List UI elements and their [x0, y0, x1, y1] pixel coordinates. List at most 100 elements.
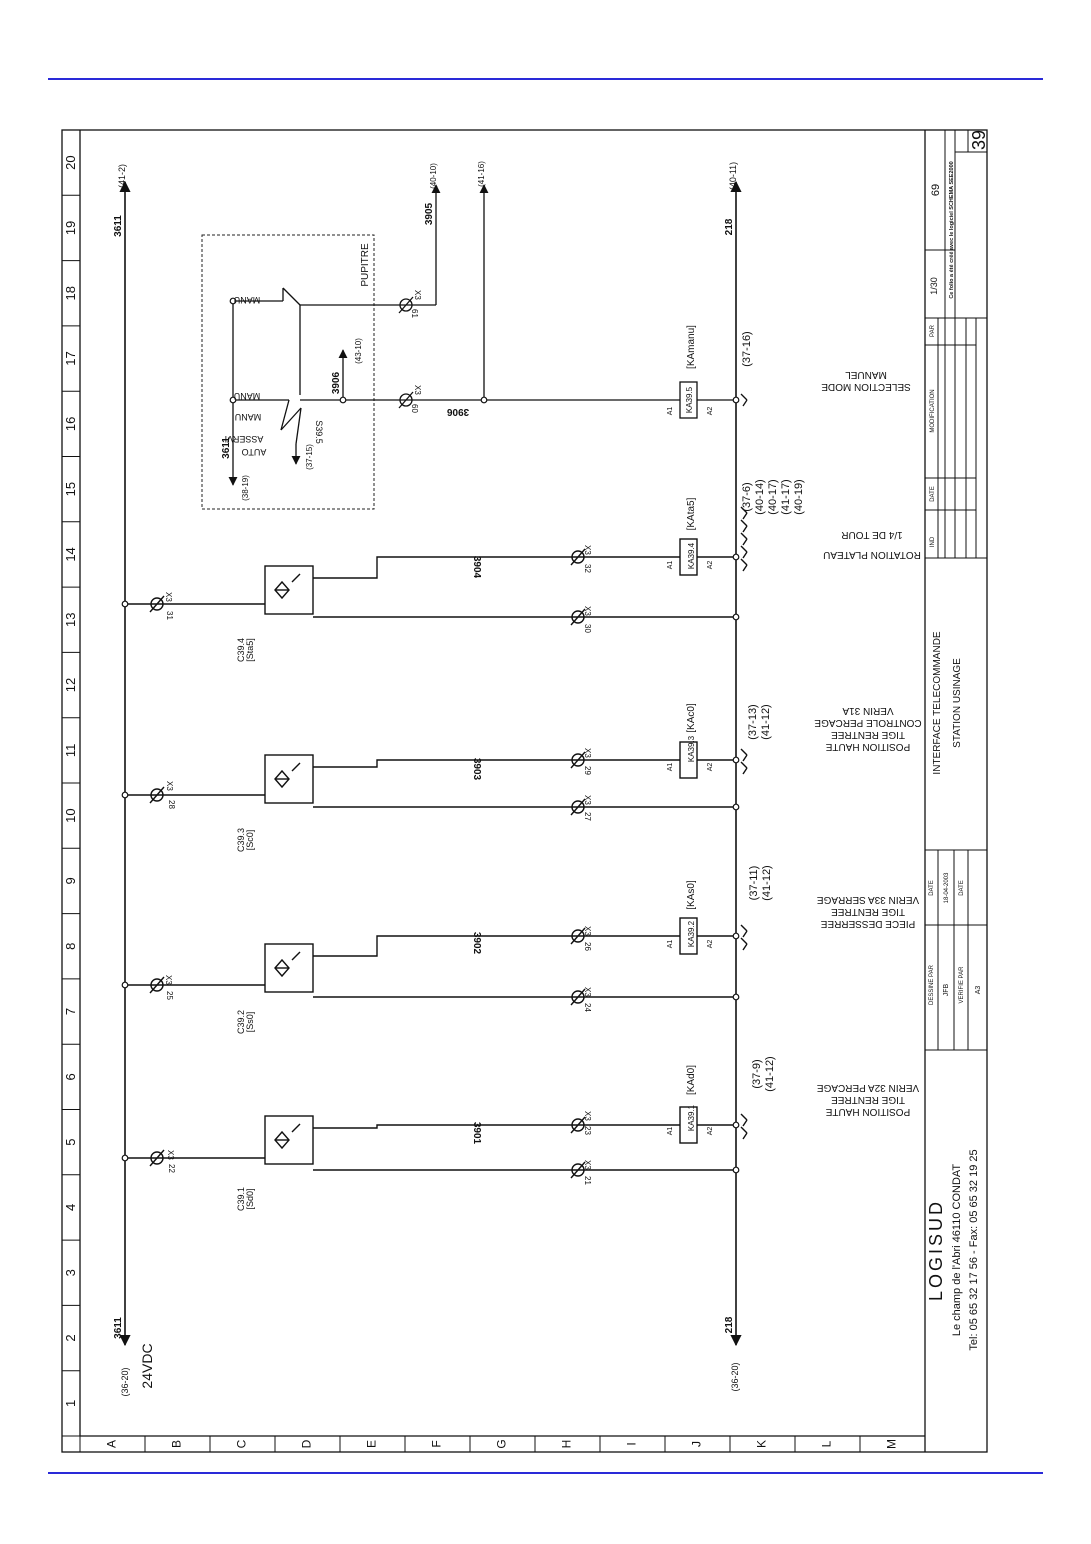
row-letter: D	[300, 1439, 314, 1448]
junction-dot	[732, 613, 740, 621]
terminal-symbol	[571, 800, 585, 814]
relay-label: KA39.3	[687, 735, 696, 762]
date-value: 18-04-2003	[944, 872, 950, 903]
relay-a1: A1	[667, 407, 674, 416]
description-line: CONTROLE PERCAGE	[814, 717, 922, 728]
proximity-sensor	[264, 943, 314, 993]
relay-contact-mark	[742, 564, 748, 572]
circuit-3-labels: C39.3 [Sc0] 28 X3 27 X3 29 X3 3903 KA39.…	[165, 703, 922, 852]
rev-ind: IND	[930, 536, 936, 547]
relay-tag: [KAd0]	[686, 1065, 697, 1095]
relay-contact-mark	[740, 532, 748, 540]
terminal-number: 31	[165, 611, 174, 620]
sensor-tag: [Ss0]	[245, 1012, 255, 1033]
terminal-slash	[570, 751, 586, 769]
terminal-slash	[570, 927, 586, 945]
relay-contact-mark	[742, 551, 748, 559]
terminal-number: 60	[410, 404, 419, 413]
switch-label: S39.5	[314, 420, 324, 444]
company-address: Le champ de l'Abri 46110 CONDAT	[951, 1164, 963, 1337]
terminal-number: 26	[583, 942, 592, 951]
terminal-symbol	[150, 978, 164, 992]
column-number: 3	[63, 1269, 78, 1276]
terminal-block: X3	[583, 748, 592, 758]
column-number: 17	[63, 351, 78, 365]
terminal-number: 27	[583, 812, 592, 821]
wire-3906-label: 3906	[331, 371, 342, 394]
relay-contact-mark	[742, 930, 748, 938]
terminal-block: X3	[583, 545, 592, 555]
row-letter: F	[430, 1440, 444, 1447]
junction-dot	[732, 1166, 740, 1174]
terminal-slash	[570, 1116, 586, 1134]
switch-position: MANU	[235, 412, 262, 422]
terminal-number: 29	[583, 766, 592, 775]
description-line: SELECTION MODE	[821, 381, 911, 392]
xref: (41-12)	[761, 865, 773, 900]
common-ref: (40-11)	[728, 162, 738, 190]
column-number: 14	[63, 547, 78, 561]
terminal-symbol	[571, 550, 585, 564]
wire-3905-label: 3905	[424, 202, 435, 225]
column-number: 2	[63, 1334, 78, 1341]
terminal-number: 30	[583, 624, 592, 633]
project-line-1: INTERFACE TELECOMMANDE	[932, 631, 943, 774]
company-phone: Tel: 05 65 32 17 56 - Fax: 05 65 32 19 2…	[968, 1149, 980, 1350]
pupitre-section: PUPITRE S39.5 3611 (38-19) (37-15) AUTO …	[201, 161, 911, 510]
row-letter: G	[495, 1439, 509, 1448]
junction-dot	[732, 553, 740, 561]
junction-dot	[121, 600, 129, 608]
description-line: POSITION HAUTE	[825, 1106, 910, 1117]
terminal-block: X3	[165, 781, 174, 791]
switch-position: AUTO	[242, 447, 267, 457]
xref: (40-17)	[767, 479, 779, 514]
xref: (37-11)	[748, 866, 760, 901]
terminal-symbol	[571, 990, 585, 1004]
description-line: MANUEL	[845, 369, 887, 380]
description-line: TIGE RENTREE	[831, 1094, 905, 1105]
terminal-block: X3	[583, 1160, 592, 1170]
xref: (40-14)	[754, 479, 766, 514]
row-letter: C	[235, 1439, 249, 1448]
relay-label: KA39.1	[687, 1104, 696, 1131]
column-number: 9	[63, 877, 78, 884]
pupitre-box	[201, 234, 375, 510]
folio-value: 1/30	[929, 277, 939, 295]
software-note: Ce folio a été créé avec le logiciel SCH…	[949, 161, 955, 298]
terminal-block: X3	[583, 606, 592, 616]
ref-in: (38-19)	[241, 475, 250, 501]
relay-label: KA39.5	[685, 386, 694, 413]
terminal-symbol	[571, 1118, 585, 1132]
common-ref-left: (36-20)	[730, 1362, 740, 1391]
terminal-number: 24	[583, 1003, 592, 1012]
terminal-slash	[570, 1161, 586, 1179]
power-rails	[119, 180, 742, 1347]
ref-branch: (41-16)	[477, 161, 486, 187]
relay-contact-mark	[742, 754, 748, 762]
relay-a2: A2	[707, 407, 714, 416]
terminal-slash	[149, 976, 165, 994]
sensor-contact	[291, 573, 301, 583]
terminal-block: X3	[166, 1150, 175, 1160]
column-number: 5	[63, 1139, 78, 1146]
verified-by-label: VERIFIE PAR	[959, 966, 965, 1004]
xref: (37-9)	[751, 1059, 763, 1088]
terminal-symbol	[571, 753, 585, 767]
bottom-rule	[48, 1472, 1043, 1474]
terminal-symbol	[150, 597, 164, 611]
sensor-tag: [Sta5]	[245, 638, 255, 662]
junction-dot	[732, 932, 740, 940]
column-number: 16	[63, 417, 78, 431]
sensor-tag: [Sc0]	[245, 830, 255, 851]
terminal-block: X3	[583, 926, 592, 936]
column-number: 1	[63, 1400, 78, 1407]
terminal-number: 61	[410, 309, 419, 318]
description-line: POSITION HAUTE	[825, 741, 910, 752]
description-line: TIGE RENTREE	[831, 729, 905, 740]
title-block: LOGISUD Le champ de l'Abri 46110 CONDAT …	[925, 129, 989, 1351]
row-letter: E	[365, 1440, 379, 1448]
sensor-label: C39.4	[236, 638, 246, 662]
terminal-slash	[149, 595, 165, 613]
